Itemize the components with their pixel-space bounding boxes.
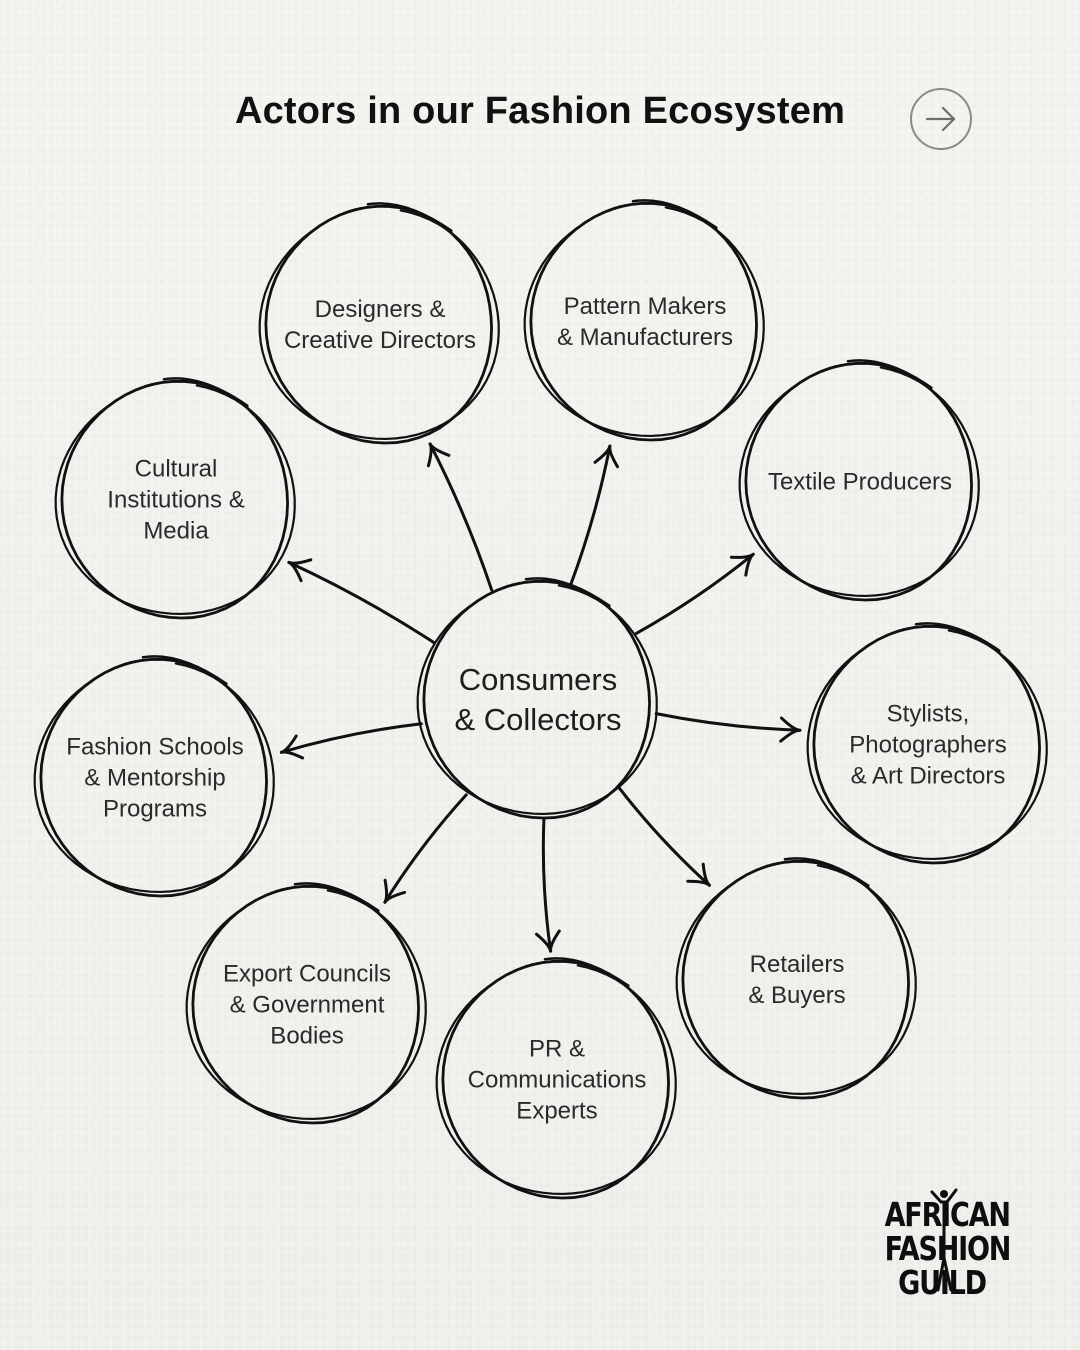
arrow-to-fashion-schools — [279, 722, 423, 760]
actor-circle-designers — [258, 202, 500, 445]
actor-circle-pattern-makers — [523, 199, 765, 442]
actor-circle-fashion-schools — [33, 655, 275, 898]
actor-circle-cultural-institutions — [54, 377, 296, 620]
arrow-to-designers — [426, 442, 494, 592]
actor-circle-export-councils — [185, 882, 427, 1125]
arrow-to-cultural-institutions — [287, 558, 436, 644]
center-circle — [416, 577, 658, 820]
arrow-to-pattern-makers — [568, 444, 619, 587]
actor-label-designers: Designers & Creative Directors — [283, 296, 477, 354]
actor-circle-retailers — [675, 857, 917, 1100]
actor-label-fashion-schools: Fashion Schools & Mentorship Programs — [66, 733, 244, 823]
actor-circle-pr-experts — [435, 957, 677, 1200]
brand-logo: AFRICAN FASHION GUILD — [872, 1188, 1012, 1302]
arrow-to-textile-producers — [635, 552, 755, 635]
actor-label-stylists: Stylists, Photographers & Art Directors — [849, 700, 1007, 790]
arrow-right-icon — [925, 106, 956, 132]
arrow-to-export-councils — [383, 793, 468, 904]
actor-label-retailers: Retailers & Buyers — [748, 951, 846, 1009]
next-button[interactable] — [910, 88, 972, 150]
arrow-to-pr-experts — [535, 817, 561, 953]
actor-label-export-councils: Export Councils & Government Bodies — [222, 960, 392, 1050]
brand-line-2: FASHION — [884, 1229, 1012, 1268]
actor-label-pattern-makers: Pattern Makers & Manufacturers — [556, 293, 734, 351]
page-title: Actors in our Fashion Ecosystem — [234, 90, 846, 132]
center-node-label: Consumers & Collectors — [454, 662, 622, 737]
actor-circle-stylists — [806, 622, 1048, 865]
actor-label-textile-producers: Textile Producers — [767, 468, 953, 496]
arrow-to-retailers — [617, 785, 711, 887]
actor-label-pr-experts: PR & Communications Experts — [467, 1035, 647, 1125]
actor-label-cultural-institutions: Cultural Institutions & Media — [107, 455, 245, 545]
arrow-to-stylists — [654, 712, 802, 743]
dancing-figure-icon — [930, 1188, 958, 1292]
actor-circle-textile-producers — [738, 359, 980, 602]
